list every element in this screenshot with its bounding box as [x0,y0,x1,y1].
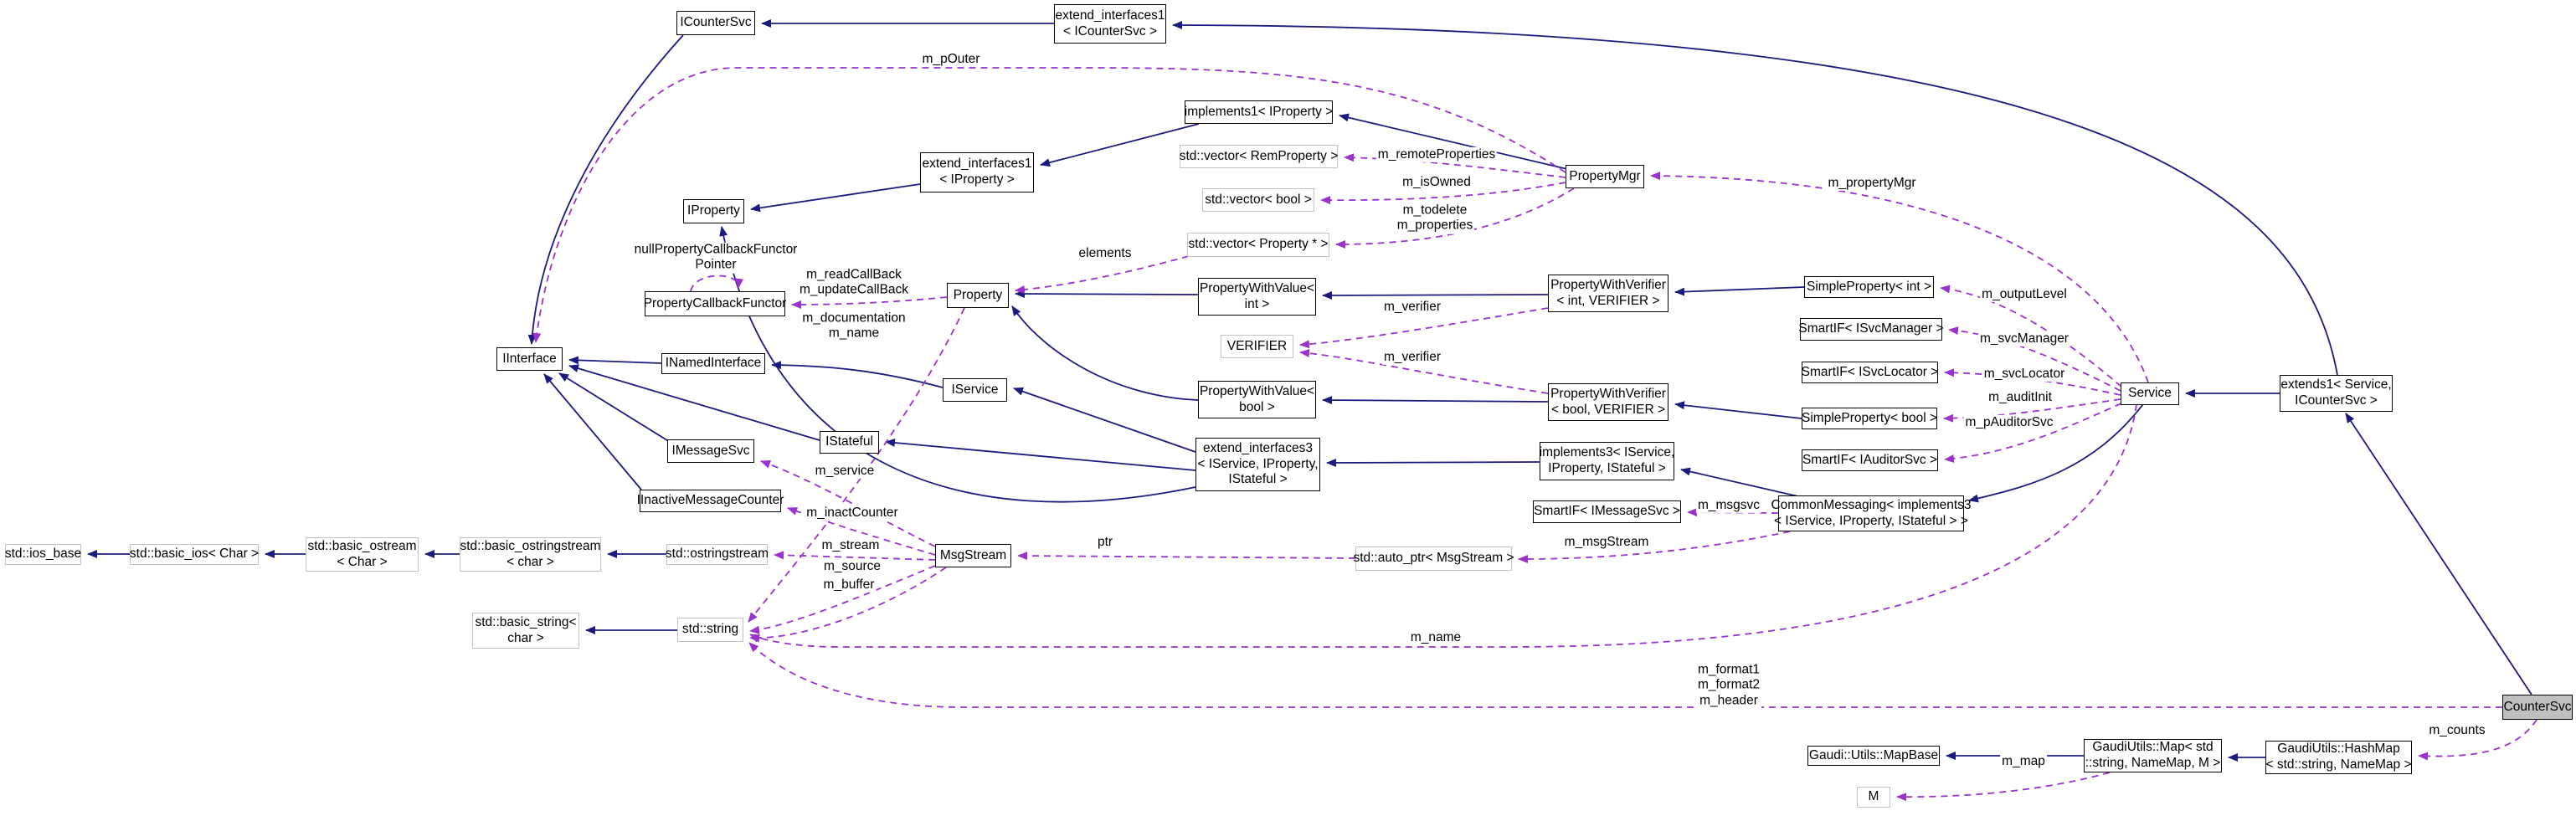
node-std-basic-ostringstream: std::basic_ostringstream < char > [460,537,601,572]
node-propertywithvalue-bool[interactable]: PropertyWithValue< bool > [1198,381,1316,418]
edge-label-m-pauditorsvc: m_pAuditorSvc [1963,414,2055,431]
edge-label-m-format1-m-format2-m-header: m_format1 m_format2 m_header [1695,662,1762,709]
node-commonmessaging[interactable]: CommonMessaging< implements3 < IService,… [1771,495,1972,531]
edge-label-m-propertymgr: m_propertyMgr [1826,175,1918,192]
edge-label-m-msgstream: m_msgStream [1562,534,1651,551]
edge-label-m-name: m_name [1408,629,1463,646]
edge-label-m-remoteproperties: m_remoteProperties [1375,146,1498,163]
edge-label-m-documentation-m-name: m_documentation m_name [800,310,908,342]
edge-label-m-stream: m_stream [820,537,882,554]
node-smartif-isvcmanager[interactable]: SmartIF< ISvcManager > [1798,318,1944,341]
edge-label-m-svcmanager: m_svcManager [1978,331,2070,347]
node-extend-interfaces1-iproperty[interactable]: extend_interfaces1 < IProperty > [920,152,1034,192]
node-std-ios-base: std::ios_base [5,544,81,565]
node-property[interactable]: Property [947,283,1009,308]
edge-label-m-todelete-m-properties: m_todelete m_properties [1395,203,1475,234]
node-gaudi-utils-mapbase[interactable]: Gaudi::Utils::MapBase [1807,746,1940,766]
node-extend-interfaces3[interactable]: extend_interfaces3 < IService, IProperty… [1195,438,1320,491]
node-smartif-isvclocator[interactable]: SmartIF< ISvcLocator > [1802,362,1938,383]
node-gaudiutils-map[interactable]: GaudiUtils::Map< std ::string, NameMap, … [2084,739,2222,772]
node-istateful[interactable]: IStateful [820,431,879,454]
edge-label-m-inactcounter: m_inactCounter [805,505,900,521]
node-iproperty[interactable]: IProperty [683,199,744,223]
node-inamedinterface[interactable]: INamedInterface [661,353,765,374]
node-iinactivemessagecounter[interactable]: IInactiveMessageCounter [637,490,784,512]
edge-label-m-verifier-int: m_verifier [1381,299,1443,316]
edge-label-m-service: m_service [813,463,877,480]
node-smartif-iauditorsvc[interactable]: SmartIF< IAuditorSvc > [1802,449,1938,471]
node-countersvc: CounterSvc [2502,695,2573,720]
node-implements3[interactable]: implements3< IService, IProperty, IState… [1540,442,1674,480]
node-propertymgr[interactable]: PropertyMgr [1566,165,1644,188]
edge-label-m-verifier-bool: m_verifier [1381,349,1443,366]
node-std-basic-ios: std::basic_ios< Char > [130,544,259,565]
node-msgstream[interactable]: MsgStream [935,544,1011,567]
node-verifier: VERIFIER [1221,335,1293,358]
node-imessagesvc[interactable]: IMessageSvc [667,439,754,463]
node-propertywithvalue-int[interactable]: PropertyWithValue< int > [1198,278,1316,316]
node-iservice[interactable]: IService [943,378,1007,402]
edge-label-m-source: m_source [821,558,883,575]
node-m: M [1857,787,1890,808]
edge-label-m-auditinit: m_auditInit [1987,389,2054,406]
node-propertycallbackfunctor[interactable]: PropertyCallbackFunctor [644,291,786,316]
node-extend-interfaces1-icountersvc[interactable]: extend_interfaces1 < ICounterSvc > [1054,4,1166,44]
node-std-ostringstream: std::ostringstream [666,544,769,565]
node-propertywithverifier-int[interactable]: PropertyWithVerifier < int, VERIFIER > [1548,275,1668,312]
edge-label-m-map: m_map [2000,753,2047,770]
node-smartif-imessagesvc[interactable]: SmartIF< IMessageSvc > [1533,500,1681,523]
edge-label-m-readcallback-m-updatecallback: m_readCallBack m_updateCallBack [797,267,911,299]
edge-label-ptr: ptr [1095,534,1115,551]
node-simpleproperty-bool[interactable]: SimpleProperty< bool > [1802,408,1937,429]
node-icountersvc[interactable]: ICounterSvc [676,11,755,35]
node-iinterface[interactable]: IInterface [496,347,563,371]
node-std-vector-remproperty: std::vector< RemProperty > [1180,145,1338,168]
edge-label-elements: elements [1077,245,1134,262]
node-std-basic-string: std::basic_string< char > [472,613,579,649]
node-std-auto-ptr-msgstream: std::auto_ptr< MsgStream > [1353,547,1514,571]
node-implements1-iproperty[interactable]: implements1< IProperty > [1185,100,1333,124]
node-gaudiutils-hashmap[interactable]: GaudiUtils::HashMap < std::string, NameM… [2265,741,2412,774]
node-extends1-service-icountersvc[interactable]: extends1< Service, ICounterSvc > [2280,375,2393,412]
edge-label-m-pouter: m_pOuter [920,51,982,68]
edge-label-m-counts: m_counts [2427,722,2487,739]
edge-label-nullpropertycallbackfunctorpointer: nullPropertyCallbackFunctor Pointer [632,242,800,274]
edge-label-m-svclocator: m_svcLocator [1982,366,2067,382]
node-simpleproperty-int[interactable]: SimpleProperty< int > [1804,276,1934,298]
node-service[interactable]: Service [2121,382,2179,405]
node-propertywithverifier-bool[interactable]: PropertyWithVerifier < bool, VERIFIER > [1548,383,1668,421]
node-std-basic-ostream: std::basic_ostream < Char > [306,537,419,572]
edge-label-m-isowned: m_isOwned [1401,174,1473,191]
edge-label-m-buffer: m_buffer [821,577,877,593]
node-std-vector-bool: std::vector< bool > [1202,188,1314,212]
edge-label-m-msgsvc: m_msgsvc [1695,497,1762,514]
node-std-vector-property-ptr: std::vector< Property * > [1187,233,1329,257]
node-std-string: std::string [677,618,743,642]
edge-label-m-outputlevel: m_outputLevel [1980,286,2069,303]
